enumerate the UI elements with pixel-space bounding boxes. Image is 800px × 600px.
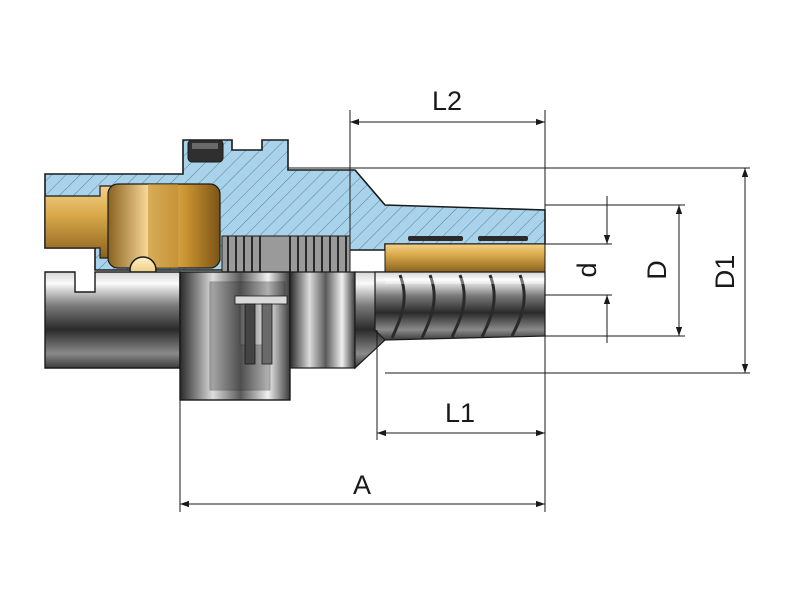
section-view (44, 139, 546, 284)
label-d-small: d (572, 262, 602, 277)
nose (374, 271, 546, 341)
hsk-shank (44, 271, 181, 369)
label-l1: L1 (445, 398, 475, 428)
thread-section (221, 235, 351, 273)
external-view (44, 271, 546, 401)
bore-insert-section (384, 243, 546, 273)
label-d-large: D (642, 260, 672, 280)
label-d1: D1 (710, 255, 740, 290)
dimension-labels: L2 L1 A D1 D d (353, 86, 740, 500)
label-l2: L2 (432, 86, 462, 116)
helical-grooves (390, 274, 526, 339)
label-a: A (353, 470, 371, 500)
neck (289, 271, 356, 369)
dimension-lines (179, 110, 750, 512)
